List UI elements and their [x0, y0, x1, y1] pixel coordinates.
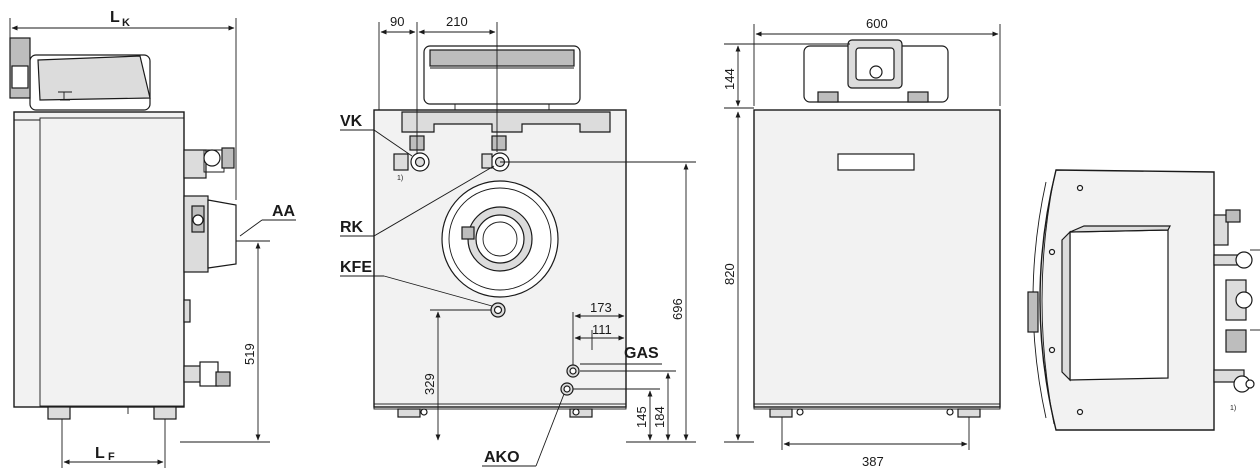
dim-145: 145	[634, 406, 649, 428]
side-flue-outlet	[183, 195, 237, 273]
dim-111: 111	[592, 322, 612, 337]
dim-387: 387	[862, 454, 884, 469]
dim-210: 210	[446, 14, 468, 29]
front-pipe-connections: 1)	[393, 135, 510, 182]
rear-view: 600 144 820 387	[722, 16, 1001, 469]
side-upper-valves	[183, 147, 235, 179]
label-vk: VK	[340, 113, 363, 130]
side-lower-fittings	[183, 299, 231, 387]
dim-90: 90	[390, 14, 404, 29]
rear-burner	[803, 39, 949, 103]
front-burner	[423, 45, 581, 111]
label-ako: AKO	[484, 449, 520, 466]
front-flue-ring	[441, 180, 559, 298]
dim-184: 184	[652, 406, 667, 428]
label-kfe: KFE	[340, 259, 372, 276]
dim-lf-subscript: F	[108, 451, 115, 463]
dim-820: 820	[722, 263, 737, 285]
footnote-1-front: 1)	[397, 175, 403, 182]
side-view: L K L F 519 AA	[9, 9, 296, 468]
front-view: 1) 90 210 696	[340, 14, 696, 467]
side-boiler-body	[13, 111, 185, 408]
dim-329: 329	[422, 373, 437, 395]
dim-600: 600	[866, 16, 888, 31]
dim-696: 696	[670, 298, 685, 320]
dim-lf-label: L	[95, 445, 105, 462]
dim-lk-subscript: K	[122, 17, 130, 29]
label-rk: RK	[340, 219, 364, 236]
dim-144: 144	[722, 68, 737, 90]
side-burner	[9, 37, 151, 111]
footnote-1-right: 1)	[1230, 405, 1236, 412]
dim-lk-label: L	[110, 9, 120, 26]
label-gas: GAS	[624, 345, 659, 362]
dim-173: 173	[590, 300, 612, 315]
top-view: 1)	[1027, 169, 1260, 431]
top-view-piping: 1)	[1213, 209, 1260, 412]
label-aa: AA	[272, 203, 296, 220]
dim-519: 519	[242, 343, 257, 365]
